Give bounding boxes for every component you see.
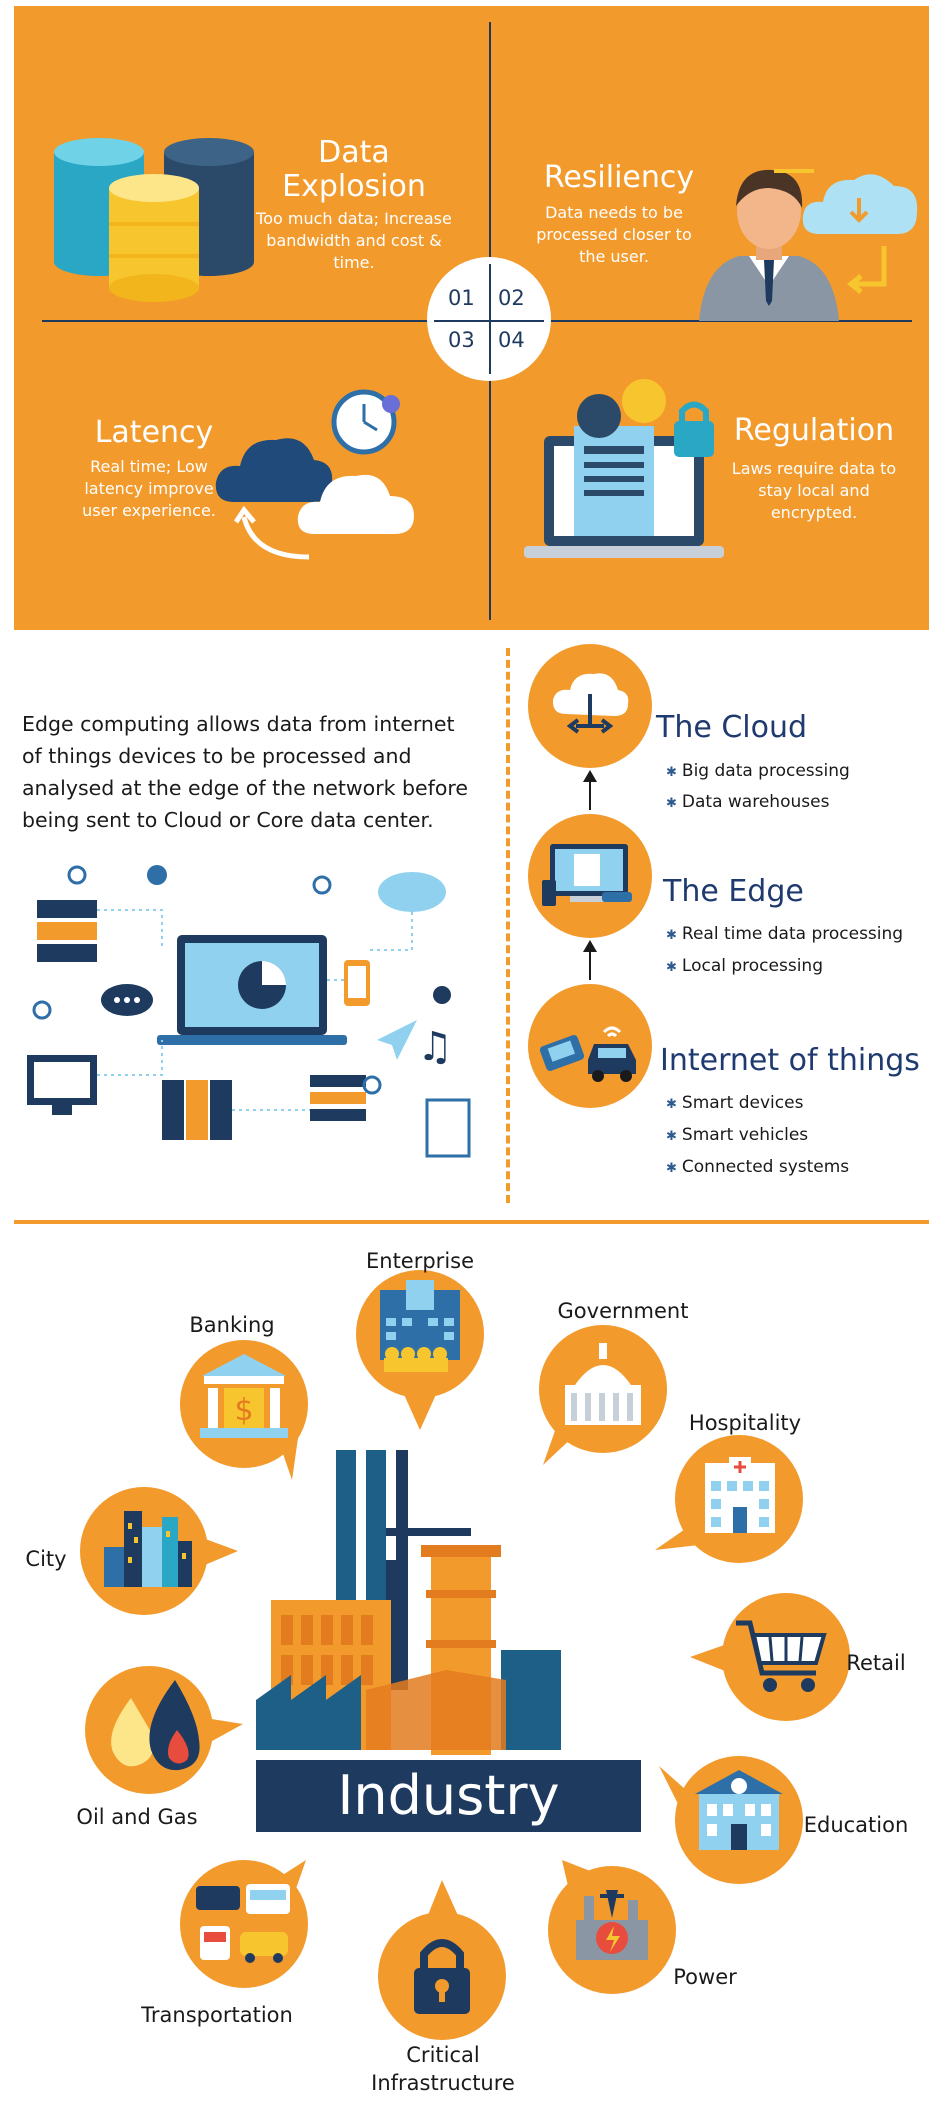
latency-desc: Real time; Low latency improve user expe… [82,457,216,520]
iot-item-2: ✱ Smart vehicles [666,1124,808,1148]
device-network-illustration: ♫ [27,865,471,1158]
resiliency-desc: Data needs to be processed closer to the… [536,203,692,266]
latency-title: Latency [94,415,214,450]
intro-text: Edge computing allows data from internet… [22,712,468,832]
iot-item-3: ✱ Connected systems [666,1156,849,1180]
power-bubble [548,1860,676,1994]
number-02: 02 [498,286,525,310]
edge-item-2: ✱ Local processing [666,955,823,979]
section-separator [14,1220,929,1224]
iot-item-1: ✱ Smart devices [666,1092,803,1116]
critical-infrastructure-bubble [378,1880,506,2040]
laptop-lock-icon [524,379,724,558]
resiliency-title: Resiliency [543,160,695,195]
bullet-icon: ✱ [666,1161,677,1176]
cloud-item-1: ✱ Big data processing [666,760,850,784]
circle-divider-h [434,320,544,322]
hospitality-bubble [655,1435,803,1563]
oil-gas-bubble [85,1666,243,1794]
number-01: 01 [448,286,475,310]
government-label: Government [557,1299,689,1323]
bullet-icon: ✱ [666,960,677,975]
transportation-label: Transportation [141,2003,293,2027]
data-explosion-desc: Too much data; Increase bandwidth and co… [256,209,452,272]
regulation-title: Regulation [733,413,895,448]
bullet-icon: ✱ [666,796,677,811]
cloud-item-2: ✱ Data warehouses [666,791,829,815]
transportation-bubble [180,1860,308,1988]
number-03: 03 [448,328,475,352]
cloud-item-1-label: Big data processing [681,761,850,781]
retail-label: Retail [846,1651,906,1675]
bullet-icon: ✱ [666,1097,677,1112]
retail-bubble [690,1593,850,1721]
svg-text:$: $ [234,1393,253,1428]
power-label: Power [673,1965,737,1989]
arrow-line [774,169,814,173]
cloud-item-2-label: Data warehouses [681,792,830,812]
government-bubble [539,1325,667,1465]
education-label: Education [803,1813,909,1837]
arrow-iot-to-edge [589,950,591,980]
challenges-panel: 01 02 03 04 Data Explosion Too much data… [14,6,929,630]
arrow-edge-to-cloud [589,780,591,810]
cloud-icon [552,673,629,734]
banking-label: Banking [189,1313,275,1337]
circle-divider-v [489,264,491,374]
education-bubble [659,1756,803,1884]
critical-label-line2: Infrastructure [371,2071,515,2095]
edge-devices-icon [542,844,632,906]
enterprise-bubble [356,1270,484,1430]
data-explosion-title: Data Explosion [282,135,426,204]
edge-title: The Edge [663,874,804,909]
factory-illustration [256,1450,561,1755]
bullet-icon: ✱ [666,765,677,780]
city-label: City [25,1547,67,1571]
iot-title: Internet of things [660,1043,920,1078]
bullet-icon: ✱ [666,928,677,943]
iot-item-2-label: Smart vehicles [681,1125,809,1145]
bullet-icon: ✱ [666,1129,677,1144]
dashed-divider [506,648,510,1203]
person-icon [699,169,839,321]
industry-title: Industry [337,1764,560,1827]
cloud-title: The Cloud [656,710,808,745]
edge-item-2-label: Local processing [681,956,823,976]
banking-bubble: $ [180,1340,308,1480]
regulation-desc: Laws require data to stay local and encr… [731,459,897,522]
cloud-sync-icon [802,174,918,294]
iot-item-3-label: Connected systems [681,1157,850,1177]
iot-item-1-label: Smart devices [681,1093,804,1113]
city-bubble [80,1487,238,1615]
industry-banner [256,1760,641,1832]
hospitality-label: Hospitality [688,1411,802,1435]
edge-item-1-label: Real time data processing [681,924,904,944]
clouds-clock-icon [215,389,414,560]
iot-devices-icon [539,1026,636,1082]
arrow-head-2 [583,940,597,952]
critical-label-line1: Critical [406,2043,480,2067]
edge-item-1: ✱ Real time data processing [666,923,903,947]
database-icon [54,138,254,302]
enterprise-label: Enterprise [365,1249,475,1273]
number-04: 04 [498,328,525,352]
arrow-head-1 [583,770,597,782]
oil-gas-label: Oil and Gas [76,1805,198,1829]
svg-text:♫: ♫ [417,1024,453,1070]
